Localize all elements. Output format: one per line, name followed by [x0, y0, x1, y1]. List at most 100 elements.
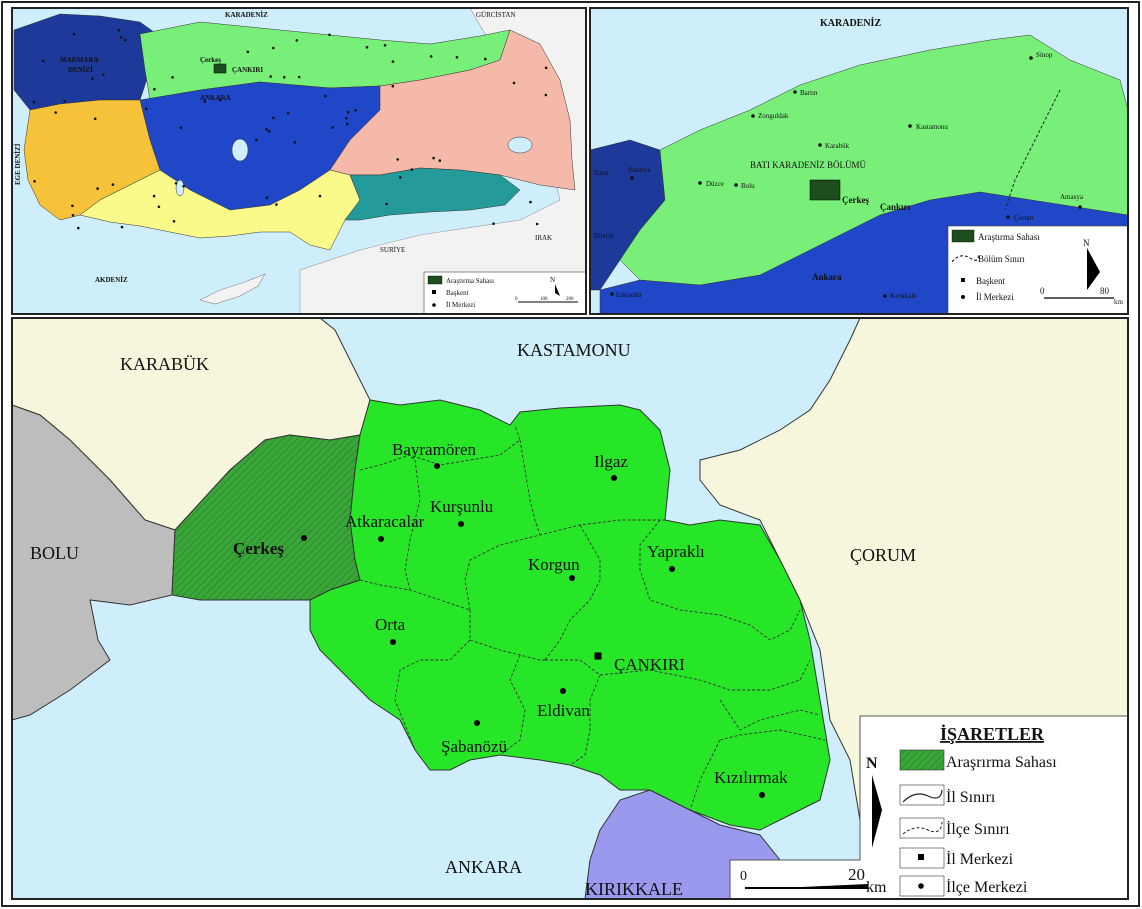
turkey-province-dot — [120, 225, 124, 229]
district-label: Orta — [375, 615, 406, 634]
region-city-marker — [1078, 205, 1082, 209]
turkey-label-gurcistan: GÜRCİSTAN — [476, 11, 516, 19]
turkey-label-irak: IRAK — [535, 234, 552, 242]
main-legend-district-border: İlçe Sınırı — [946, 820, 1010, 838]
region-label-cankiri: Çankırı — [880, 202, 911, 212]
turkey-province-dot — [396, 158, 400, 161]
region-marmara — [13, 13, 166, 111]
district-center-marker — [669, 566, 675, 572]
turkey-legend-province-center: İl Merkezi — [446, 301, 475, 309]
main-north-arrow — [872, 775, 882, 848]
turkey-province-dot — [157, 205, 161, 209]
turkey-province-dot — [399, 176, 402, 179]
turkey-province-dot — [119, 36, 123, 39]
region-legend-north: N — [1083, 238, 1090, 248]
turkey-province-dot — [54, 111, 57, 114]
neighbor-karabuk: KARABÜK — [120, 354, 209, 374]
district-center-marker — [569, 575, 575, 581]
turkey-province-dot — [324, 94, 327, 98]
region-city-marker — [698, 181, 702, 185]
turkey-label-ankara: ANKARA — [200, 94, 231, 102]
main-scale-0: 0 — [740, 869, 747, 884]
turkey-study-area-marker — [213, 63, 227, 74]
district-label: Korgun — [528, 555, 580, 574]
region-label-karadeniz: KARADENİZ — [820, 17, 881, 29]
region-legend-study-area: Araştırma Sahası — [978, 232, 1040, 242]
region-label-ankara: Ankara — [812, 272, 842, 282]
region-city-label: Düzce — [706, 180, 724, 188]
turkey-legend-capital: Başkent — [446, 289, 469, 297]
main-legend-province-center: İl Merkezi — [946, 850, 1014, 868]
turkey-province-dot — [345, 122, 349, 126]
turkey-province-dot — [295, 39, 299, 42]
region-city-marker — [734, 183, 738, 187]
district-center-marker — [301, 535, 307, 541]
main-scale-20: 20 — [848, 865, 865, 884]
turkey-label-cerkes: Çerkeş — [200, 56, 221, 64]
region-legend: Araştırma Sahası Bölüm Sınırı Başkent İl… — [947, 225, 1128, 314]
region-city-label: Bartın — [800, 89, 818, 97]
district-label: Şabanözü — [441, 737, 508, 756]
region-city-label: Sinop — [1036, 51, 1053, 59]
turkey-province-dot — [385, 202, 388, 206]
district-label: Atkaracalar — [345, 512, 425, 531]
district-center-marker — [474, 720, 480, 726]
area-bolu — [12, 404, 176, 721]
turkey-province-dot — [93, 117, 97, 121]
turkey-province-dot — [535, 222, 539, 226]
turkey-province-dot — [544, 93, 548, 97]
main-scale-unit: km — [866, 879, 887, 896]
turkey-province-dot — [282, 75, 286, 79]
main-legend-province-border: İl Sınırı — [946, 788, 996, 806]
region-city-label: Çorum — [1014, 214, 1034, 222]
main-legend-title: İŞARETLER — [940, 724, 1045, 744]
turkey-label-marmara-1: MARMARA — [60, 56, 99, 64]
turkey-province-dot — [72, 32, 76, 36]
turkey-province-dot — [182, 185, 185, 188]
turkey-province-dot — [391, 60, 395, 63]
turkey-label-cankiri: ÇANKIRI — [232, 66, 263, 74]
turkey-province-dot — [246, 50, 250, 54]
region-guneydogu — [344, 167, 521, 221]
turkey-province-dot — [144, 107, 148, 110]
turkey-province-dot — [268, 130, 271, 133]
turkey-province-dot — [354, 109, 357, 112]
cankiri-main-map: BayramörenIlgazKurşunluAtkaracalarÇerkeş… — [12, 318, 1128, 899]
region-legend-province-center: İl Merkezi — [976, 292, 1014, 302]
region-study-area-marker — [809, 179, 841, 201]
turkey-province-dot — [512, 81, 516, 85]
region-scale-0: 0 — [1040, 286, 1045, 296]
turkey-legend-study-area: Araştırma Sahası — [446, 277, 494, 285]
turkey-province-dot — [365, 46, 369, 49]
turkey-province-dot — [203, 100, 207, 103]
turkey-province-dot — [77, 226, 80, 230]
turkey-province-dot — [272, 116, 275, 120]
area-cankiri-province — [309, 399, 831, 831]
district-label: Yapraklı — [647, 542, 705, 561]
region-legend-border: Bölüm Sınırı — [978, 254, 1025, 264]
turkey-province-dot — [297, 75, 301, 79]
main-legend-district-center: İlçe Merkezi — [946, 878, 1028, 896]
turkey-province-dot — [123, 38, 127, 42]
region-label-name: BATI KARADENİZ BÖLÜMÜ — [750, 160, 866, 170]
neighbor-ankara: ANKARA — [445, 857, 522, 877]
region-city-label: Kastamonu — [916, 123, 948, 131]
turkey-province-dot — [345, 116, 348, 120]
turkey-north-arrow — [555, 284, 560, 296]
region-scale-unit: km — [1114, 298, 1124, 306]
turkey-label-suriye: SURİYE — [380, 246, 405, 254]
turkey-province-dot — [71, 213, 75, 217]
turkey-legend-north: N — [550, 276, 555, 284]
region-city-marker — [1006, 215, 1010, 219]
district-center-marker — [458, 521, 464, 527]
region-label-cerkes: Çerkeş — [842, 195, 869, 205]
turkey-province-dot — [265, 196, 269, 199]
turkey-province-dot — [172, 220, 176, 223]
lake-tuz — [231, 138, 249, 162]
region-label-bilecik: Bilecik — [594, 232, 615, 240]
neighbor-kastamonu: KASTAMONU — [517, 340, 631, 360]
turkey-province-dot — [218, 98, 222, 102]
turkey-province-dot — [91, 77, 94, 81]
island-cyprus — [199, 273, 266, 305]
